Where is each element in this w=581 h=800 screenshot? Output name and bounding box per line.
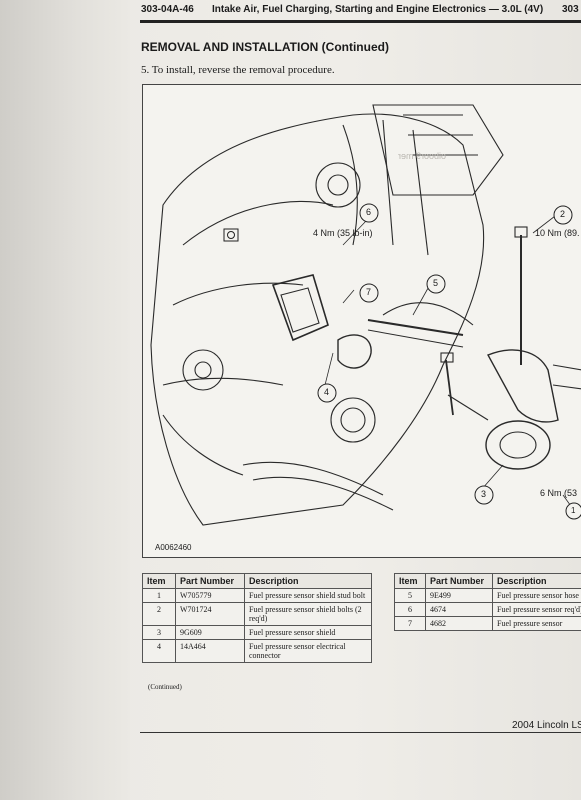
- callout-6: 6: [366, 207, 372, 217]
- torque-4nm: 4 Nm (35 lb-in): [313, 228, 373, 238]
- bleed-through-text: oiboor9 mer: [398, 151, 447, 161]
- engine-illustration: 2 3 4 5 6 7 1 4 Nm (35 lb-in) 10 Nm (89.…: [142, 84, 581, 558]
- table-row: 6 4674 Fuel pressure sensor req'd): [394, 602, 581, 617]
- column-header-part-number: Part Number: [175, 573, 245, 589]
- row-part-number: W705779: [175, 588, 245, 603]
- callout-2: 2: [560, 209, 566, 219]
- row-part-number: 4682: [425, 616, 493, 631]
- table-row: 7 4682 Fuel pressure sensor: [394, 616, 581, 631]
- table-row: 1 W705779 Fuel pressure sensor shield st…: [142, 588, 372, 603]
- column-header-item: Item: [142, 573, 176, 589]
- row-item: 3: [142, 625, 176, 640]
- footer-model: 2004 Lincoln LS: [512, 720, 581, 731]
- callout-7: 7: [366, 287, 372, 297]
- install-step: 5. To install, reverse the removal proce…: [141, 64, 335, 76]
- column-header-part-number: Part Number: [425, 573, 493, 589]
- row-description: Fuel pressure sensor electrical connecto…: [244, 639, 372, 663]
- table-row: 3 9G609 Fuel pressure sensor shield: [142, 625, 372, 640]
- row-item: 1: [142, 588, 176, 603]
- row-description: Fuel pressure sensor hose: [492, 588, 581, 603]
- header-rule: [140, 20, 581, 23]
- header-title: Intake Air, Fuel Charging, Starting and …: [212, 4, 544, 15]
- parts-table-right: Item Part Number Description 5 9E499 Fue…: [394, 573, 581, 631]
- column-header-description: Description: [492, 573, 581, 589]
- header-code-right: 303: [562, 4, 579, 15]
- table-row: 4 14A464 Fuel pressure sensor electrical…: [142, 639, 372, 663]
- column-header-description: Description: [244, 573, 372, 589]
- row-part-number: 14A464: [175, 639, 245, 663]
- row-item: 6: [394, 602, 426, 617]
- row-item: 5: [394, 588, 426, 603]
- table-row: 5 9E499 Fuel pressure sensor hose: [394, 588, 581, 603]
- row-description: Fuel pressure sensor: [492, 616, 581, 631]
- table-row: 2 W701724 Fuel pressure sensor shield bo…: [142, 602, 372, 626]
- row-item: 4: [142, 639, 176, 663]
- engine-drawing: [150, 104, 581, 526]
- column-header-item: Item: [394, 573, 426, 589]
- table-header-row: Item Part Number Description: [394, 573, 581, 589]
- section-title: REMOVAL AND INSTALLATION (Continued): [141, 40, 389, 54]
- callout-5: 5: [433, 278, 439, 288]
- callout-1: 1: [571, 506, 576, 515]
- figure-id: A0062460: [155, 543, 192, 552]
- table-header-row: Item Part Number Description: [142, 573, 372, 589]
- header-section-code: 303-04A-46: [141, 4, 194, 15]
- row-part-number: 9E499: [425, 588, 493, 603]
- row-part-number: 9G609: [175, 625, 245, 640]
- row-description: Fuel pressure sensor shield: [244, 625, 372, 640]
- row-part-number: 4674: [425, 602, 493, 617]
- binding-shadow: [0, 0, 130, 800]
- footer-rule: [140, 732, 581, 733]
- callout-3: 3: [481, 489, 487, 499]
- torque-10nm: 10 Nm (89.: [535, 228, 580, 238]
- row-item: 2: [142, 602, 176, 626]
- callout-4: 4: [324, 387, 330, 397]
- row-description: Fuel pressure sensor shield bolts (2 req…: [244, 602, 372, 626]
- continued-note: (Continued): [148, 683, 182, 691]
- parts-table-left: Item Part Number Description 1 W705779 F…: [142, 573, 372, 663]
- row-item: 7: [394, 616, 426, 631]
- row-part-number: W701724: [175, 602, 245, 626]
- row-description: Fuel pressure sensor shield stud bolt: [244, 588, 372, 603]
- row-description: Fuel pressure sensor req'd): [492, 602, 581, 617]
- torque-6nm: 6 Nm (53: [540, 488, 578, 498]
